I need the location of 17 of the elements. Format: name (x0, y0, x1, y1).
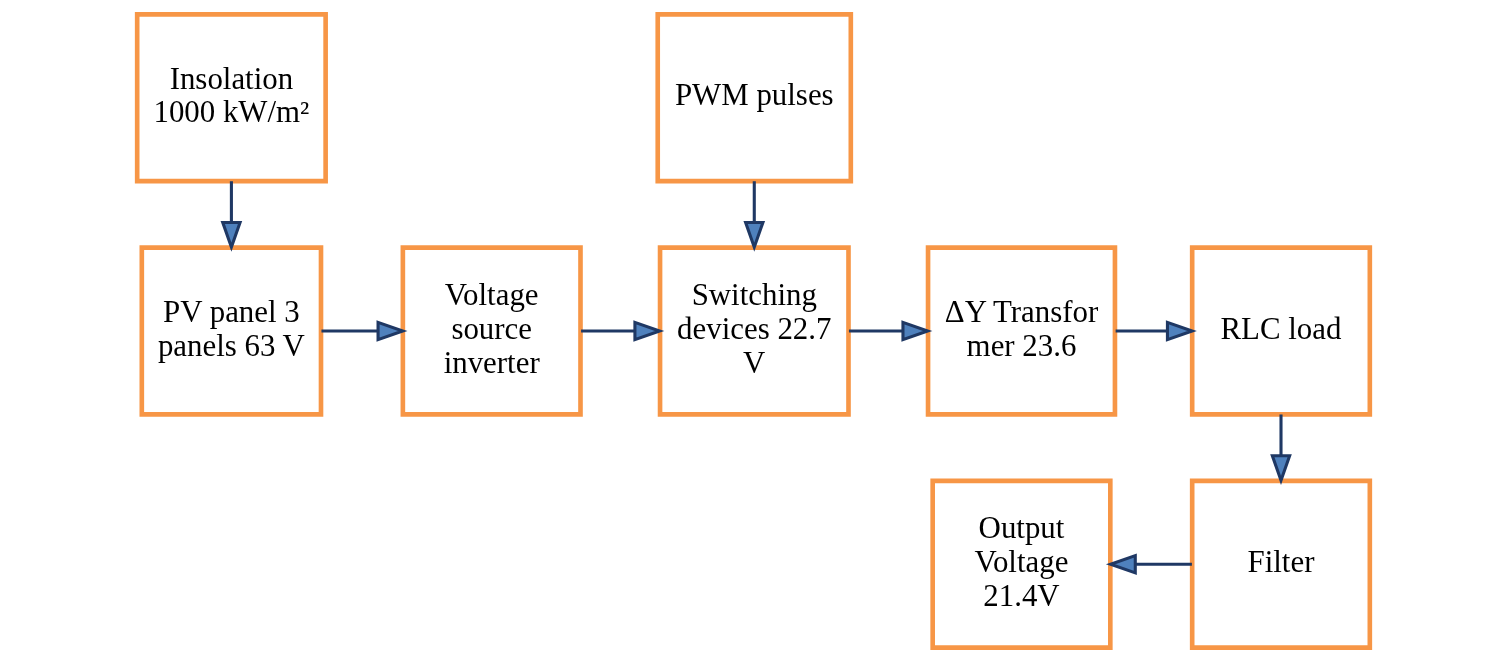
arrow (848, 320, 933, 342)
node-box: ΔY Transfor mer 23.6 (925, 245, 1118, 417)
node-box: Switching devices 22.7 V (657, 245, 851, 417)
arrow (581, 320, 665, 342)
node-box: PV panel 3 panels 63 V (139, 245, 324, 417)
arrow (220, 181, 243, 252)
node-box: Output Voltage 21.4V (930, 478, 1113, 650)
arrow (1105, 553, 1192, 576)
node-box: RLC load (1189, 245, 1373, 417)
node-box: Filter (1189, 478, 1373, 650)
arrow (743, 181, 766, 252)
node-box: PWM pulses (655, 12, 854, 184)
arrow (321, 320, 408, 342)
arrow (1270, 414, 1292, 486)
node-box: Insolation 1000 kW/m² (134, 12, 328, 184)
arrow (1115, 320, 1197, 342)
node-box: Voltage source inverter (400, 245, 583, 417)
